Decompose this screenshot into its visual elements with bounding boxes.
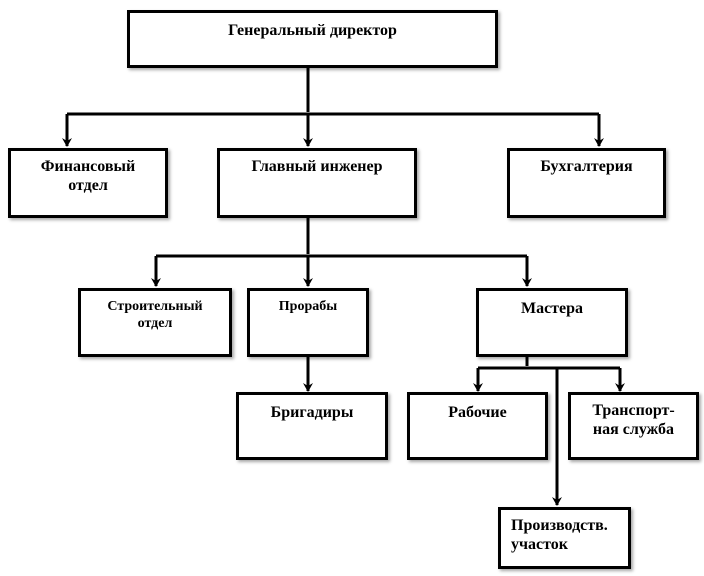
node-finance: Финансовый отдел [8, 148, 168, 218]
node-finance-label-2: отдел [68, 177, 108, 195]
node-brigadiers-label: Бригадиры [270, 404, 354, 421]
node-workers: Рабочие [407, 392, 548, 460]
node-production: Производств. участок [498, 507, 631, 569]
node-transport-label-2: ная служба [592, 421, 675, 439]
node-ceo: Генеральный директор [127, 10, 498, 68]
node-construction: Строительный отдел [78, 288, 232, 357]
node-brigadiers: Бригадиры [236, 392, 388, 460]
node-chief-engineer-label: Главный инженер [251, 158, 383, 175]
node-production-label-1: Производств. [511, 517, 608, 534]
node-masters-label: Мастера [520, 300, 584, 317]
node-construction-label-2: отдел [137, 315, 173, 331]
node-transport: Транспорт- ная служба [568, 392, 699, 460]
node-foremen-label: Прорабы [278, 299, 338, 314]
node-production-label-2: участок [511, 536, 568, 554]
node-construction-label-1: Строительный [107, 299, 203, 314]
node-chief-engineer: Главный инженер [217, 148, 417, 218]
node-foremen: Прорабы [247, 288, 369, 357]
node-accounting: Бухгалтерия [507, 148, 666, 218]
node-transport-label-1: Транспорт- [592, 402, 675, 419]
node-accounting-label: Бухгалтерия [540, 158, 633, 175]
node-workers-label: Рабочие [448, 404, 507, 421]
node-finance-label-1: Финансовый [40, 158, 136, 175]
node-masters: Мастера [476, 288, 628, 357]
node-ceo-label: Генеральный директор [228, 22, 397, 39]
